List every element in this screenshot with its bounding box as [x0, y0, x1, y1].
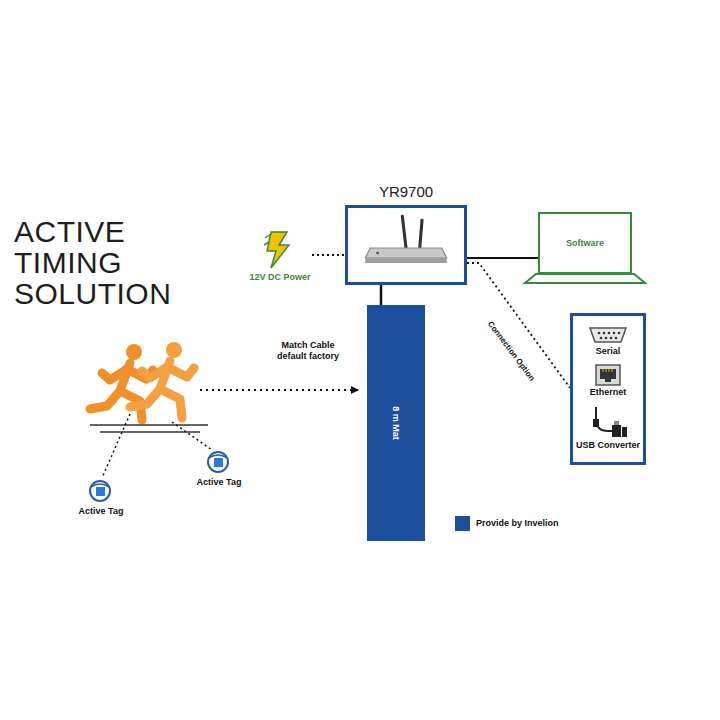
node-text: Software — [566, 238, 604, 248]
connector — [312, 254, 345, 256]
active-tag-icon — [208, 452, 228, 472]
node-text: Ethernet — [590, 387, 627, 397]
icon-wrap — [588, 403, 628, 440]
port-icon — [263, 230, 297, 270]
icon-wrap — [588, 323, 628, 346]
legend-swatch — [455, 516, 470, 531]
laptop-screen: Software — [538, 212, 632, 274]
ground-line — [90, 425, 208, 432]
active-tag-icon — [90, 481, 110, 501]
edge-label: Connection Option — [484, 318, 538, 385]
tag-leader — [102, 414, 130, 478]
laptop-base — [525, 274, 645, 283]
node-text: Serial — [596, 346, 621, 356]
connector — [467, 257, 538, 259]
node-text: 12V DC Power — [249, 272, 310, 283]
diagram-title: ACTIVE TIMING SOLUTION — [14, 216, 174, 309]
tag-leader — [172, 422, 212, 450]
runner-front — [130, 342, 194, 418]
port-icon — [595, 364, 621, 386]
tag-label: Active Tag — [70, 506, 132, 517]
edge-label: Match Cable default factory — [268, 340, 348, 362]
port-icon — [588, 405, 628, 439]
icon-wrap — [263, 230, 297, 272]
connection-box: SerialEthernetUSB Converter — [570, 313, 646, 465]
tag-label: Active Tag — [188, 477, 250, 488]
node-text: 8 m Mat — [391, 406, 401, 440]
node-text: YR9700 — [328, 183, 484, 200]
motion-arrow — [200, 389, 358, 391]
connector — [380, 285, 383, 305]
icon-wrap — [595, 362, 621, 387]
port-icon — [588, 325, 628, 345]
legend-text: Provide by Invelion — [476, 518, 559, 529]
node-text: USB Converter — [576, 440, 640, 450]
power-icon: 12V DC Power — [248, 230, 312, 300]
timing-mat: 8 m Mat — [367, 305, 425, 541]
connector — [467, 263, 570, 388]
reader-box: YR9700 — [345, 205, 467, 285]
